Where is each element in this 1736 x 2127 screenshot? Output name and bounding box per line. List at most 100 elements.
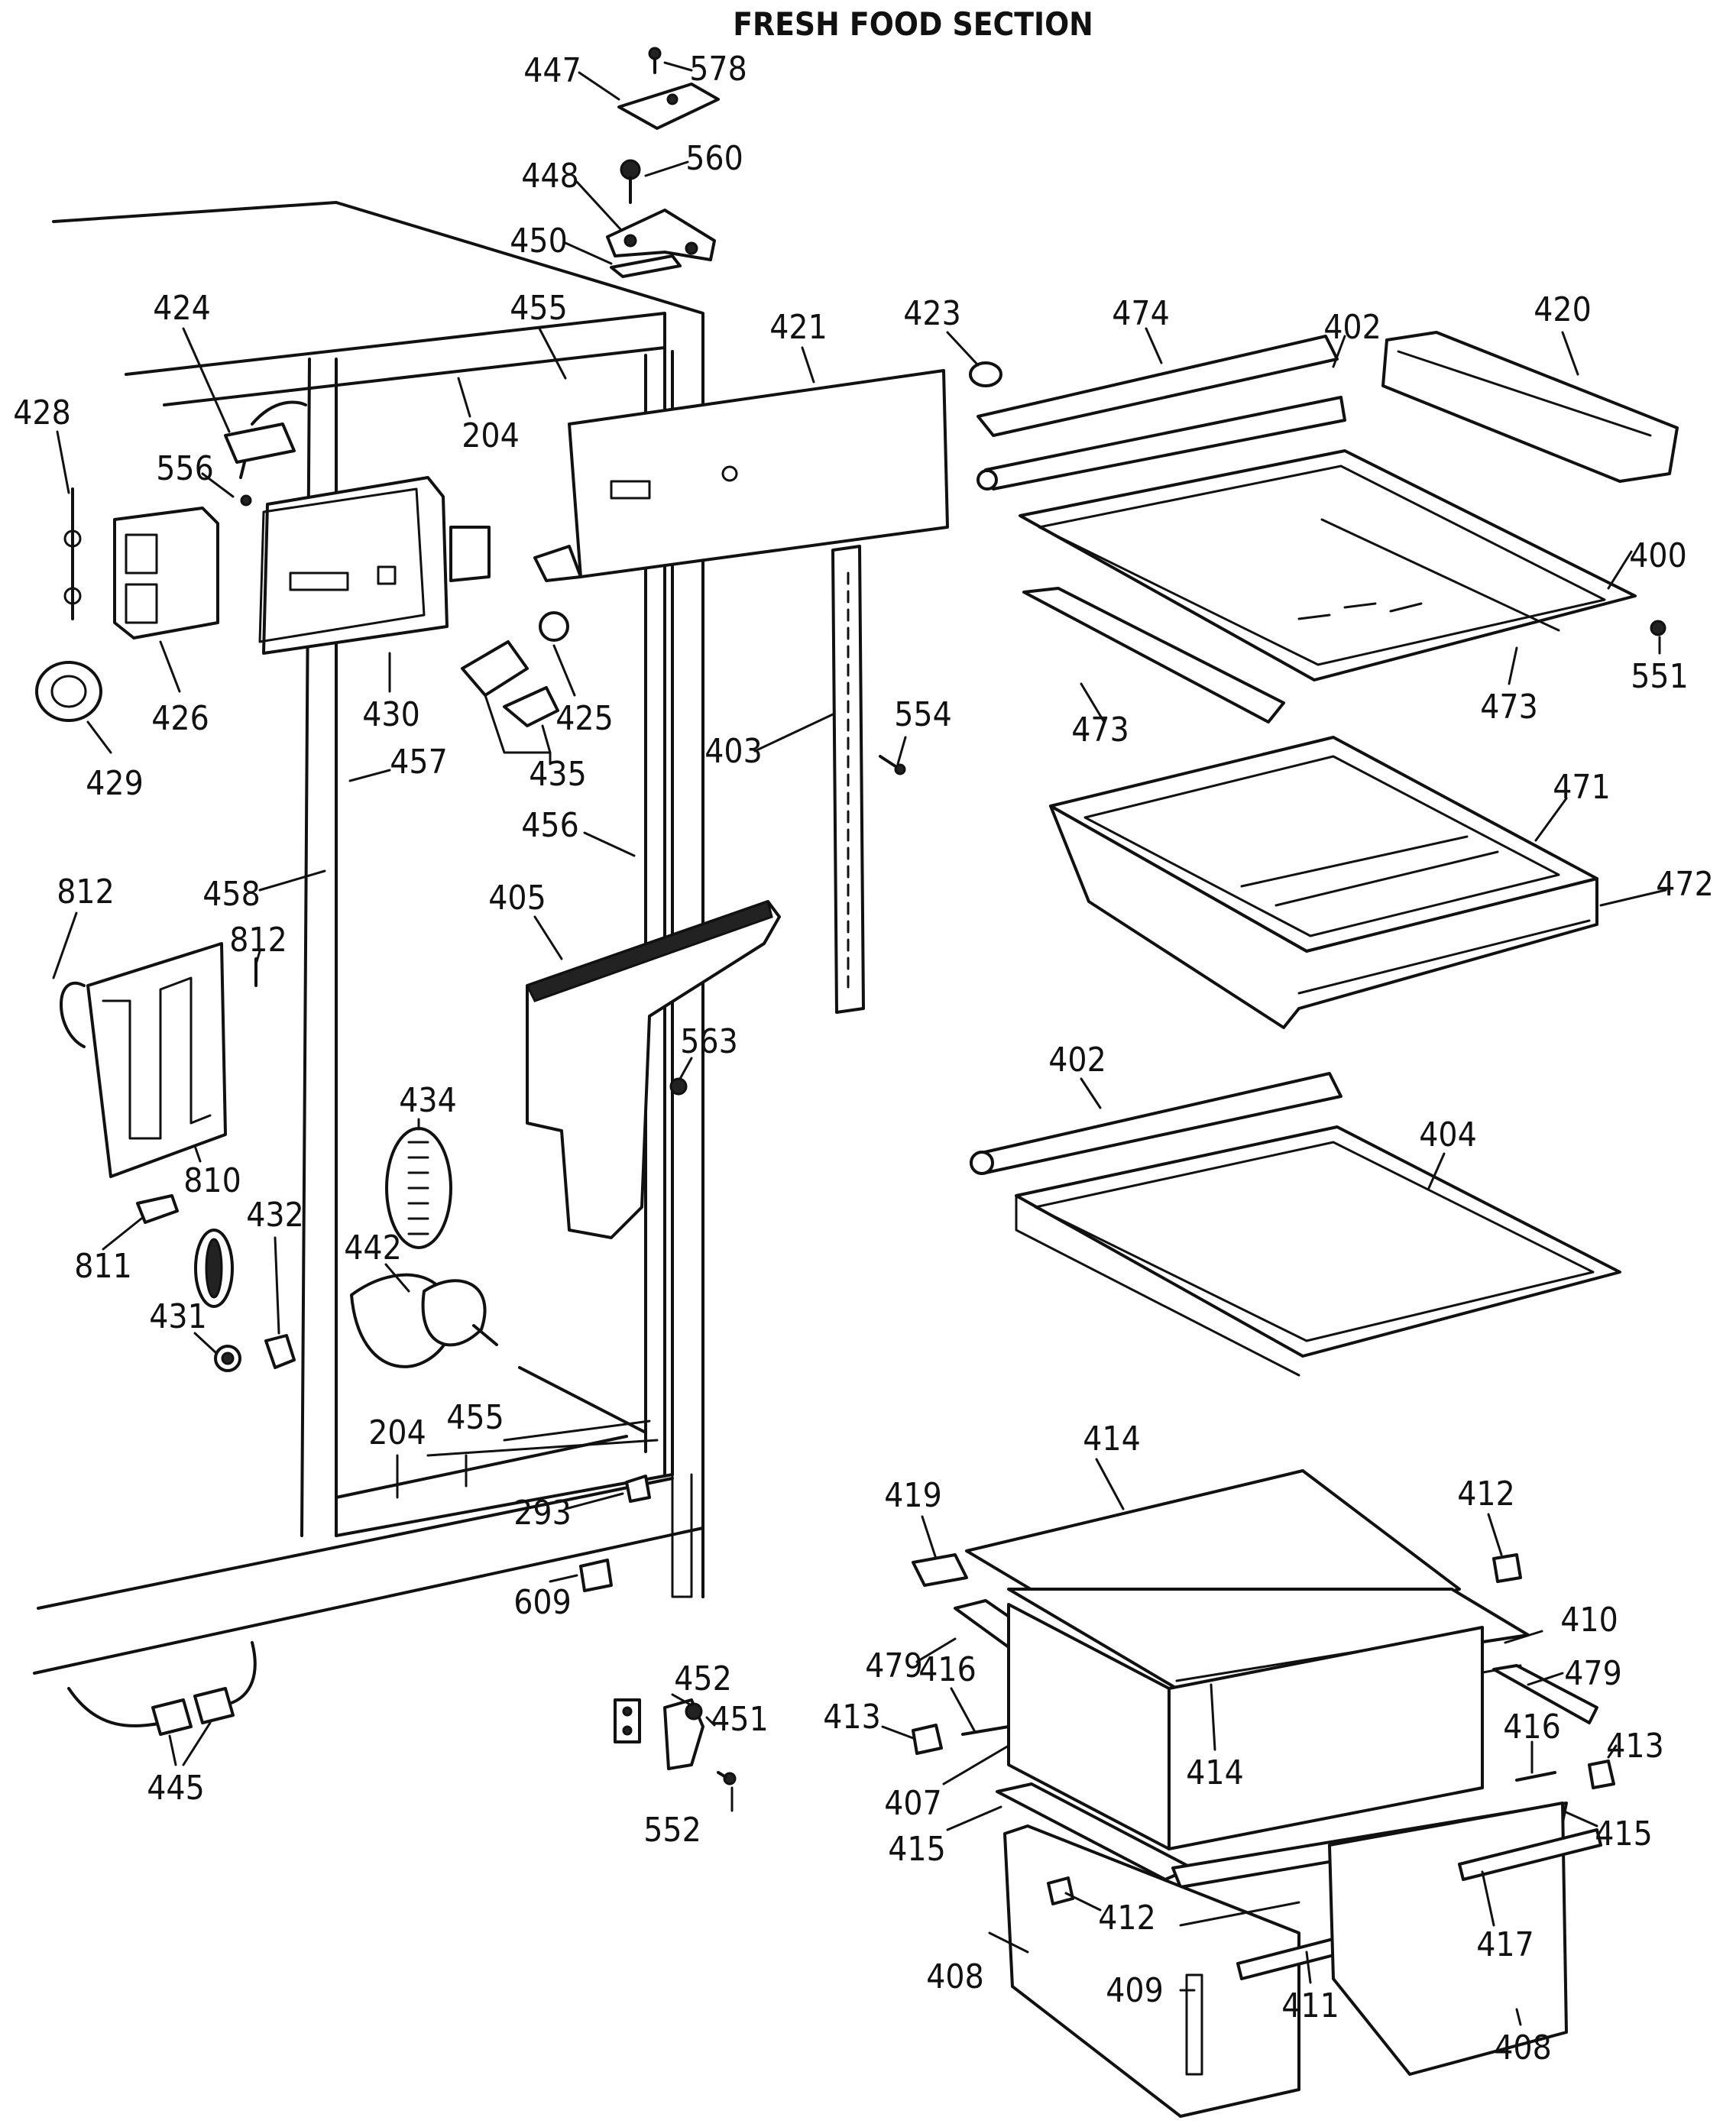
label-451: 451 <box>711 1700 769 1739</box>
label-416-left: 416 <box>918 1650 976 1689</box>
label-457: 457 <box>390 743 448 782</box>
shelf-400 <box>1019 449 1637 681</box>
slide-rail-479-right <box>1492 1664 1598 1724</box>
heater-810 <box>60 942 227 1178</box>
knob-429 <box>35 661 102 722</box>
label-414-lower: 414 <box>1186 1753 1244 1792</box>
label-552: 552 <box>643 1811 701 1850</box>
label-410: 410 <box>1560 1601 1618 1640</box>
label-204-top: 204 <box>462 416 520 455</box>
label-609: 609 <box>513 1583 572 1622</box>
part-labels: 447 578 448 560 450 424 455 421 423 474 … <box>13 50 1714 2067</box>
plate-452 <box>614 1698 641 1743</box>
light-bracket-428 <box>63 487 82 620</box>
label-471: 471 <box>1553 768 1611 807</box>
label-428: 428 <box>13 393 71 432</box>
label-420: 420 <box>1534 290 1592 329</box>
label-404: 404 <box>1419 1115 1477 1154</box>
label-409: 409 <box>1106 1971 1164 2010</box>
screw-552 <box>717 1771 737 1785</box>
label-413-right: 413 <box>1606 1727 1664 1766</box>
label-426: 426 <box>151 699 209 738</box>
label-425: 425 <box>555 699 614 738</box>
label-204-bottom: 204 <box>368 1413 426 1452</box>
label-479-left: 479 <box>865 1646 923 1685</box>
label-812-left: 812 <box>57 872 115 911</box>
label-458: 458 <box>202 875 261 914</box>
label-447: 447 <box>523 51 581 90</box>
label-450: 450 <box>510 222 568 261</box>
label-442: 442 <box>344 1229 402 1267</box>
screw-554 <box>879 755 906 775</box>
shelf-404 <box>1015 1125 1621 1377</box>
label-455-top: 455 <box>510 289 568 328</box>
hinge-cover-447 <box>617 83 720 130</box>
rod-416-right <box>1515 1771 1556 1782</box>
clip-293 <box>625 1475 651 1503</box>
label-400: 400 <box>1629 536 1687 575</box>
label-563: 563 <box>680 1022 738 1061</box>
damper-control-442 <box>350 1273 498 1368</box>
label-479-right: 479 <box>1564 1654 1622 1693</box>
label-455-bottom: 455 <box>446 1398 504 1437</box>
lamp-shield-435 <box>461 640 559 754</box>
diagram-title: FRESH FOOD SECTION <box>733 5 1093 43</box>
label-429: 429 <box>86 764 144 803</box>
control-switch-424 <box>224 400 307 479</box>
crisper-pan-407 <box>1007 1603 1484 1850</box>
slide-419 <box>912 1553 968 1587</box>
label-423: 423 <box>903 294 961 333</box>
label-473-left: 473 <box>1071 711 1129 749</box>
control-panel-421 <box>533 369 949 582</box>
label-432: 432 <box>246 1196 304 1235</box>
label-812-right: 812 <box>229 921 287 960</box>
light-socket-426 <box>113 507 219 639</box>
shelf-bracket-405 <box>525 900 781 1239</box>
label-434: 434 <box>399 1081 457 1120</box>
clip-413-left <box>912 1724 943 1755</box>
bulb-423 <box>969 361 1002 387</box>
label-412-top: 412 <box>1457 1475 1515 1514</box>
label-435: 435 <box>529 755 587 794</box>
label-556: 556 <box>156 449 214 488</box>
label-456: 456 <box>521 806 579 845</box>
hinge-448 <box>606 209 716 261</box>
label-417: 417 <box>1476 1925 1534 1964</box>
label-474: 474 <box>1112 294 1170 333</box>
label-403: 403 <box>704 732 763 771</box>
wire-harness-445 <box>67 1641 257 1736</box>
label-408-left: 408 <box>926 1957 984 1996</box>
control-housing-430 <box>258 476 491 655</box>
dairy-bin-420 <box>1381 331 1679 483</box>
label-560: 560 <box>685 139 743 178</box>
clip-811 <box>136 1194 179 1224</box>
rail-473-right <box>1320 518 1560 632</box>
label-554: 554 <box>894 695 952 734</box>
shelf-trim-402-top <box>976 396 1346 490</box>
label-415-right: 415 <box>1595 1815 1653 1853</box>
screw-551 <box>1650 620 1666 636</box>
screw-556 <box>240 494 252 507</box>
label-431: 431 <box>149 1297 207 1336</box>
grommet-432 <box>264 1334 296 1369</box>
screw-560 <box>620 159 641 204</box>
label-416-right: 416 <box>1503 1708 1561 1747</box>
label-448: 448 <box>521 157 579 196</box>
label-472: 472 <box>1656 865 1714 904</box>
label-445: 445 <box>147 1769 205 1808</box>
gasket-450 <box>610 254 682 278</box>
rod-416-left <box>961 1725 1010 1736</box>
label-411: 411 <box>1281 1986 1339 2025</box>
label-419: 419 <box>884 1476 942 1515</box>
label-408-right: 408 <box>1494 2028 1552 2067</box>
shelf-ladder-403 <box>831 545 865 1014</box>
switch-609 <box>579 1559 613 1592</box>
label-407: 407 <box>884 1784 942 1823</box>
vegetable-pan-408-right <box>1328 1802 1602 2076</box>
label-430: 430 <box>362 695 420 734</box>
plug-431 <box>194 1229 241 1372</box>
pan-cover-472 <box>1049 805 1598 1029</box>
label-810: 810 <box>183 1161 241 1200</box>
clip-413-right <box>1588 1760 1615 1789</box>
